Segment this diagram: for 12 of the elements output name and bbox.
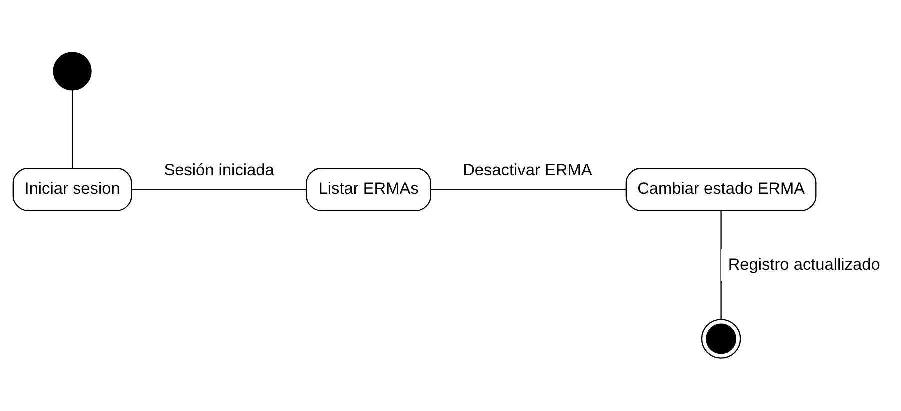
edge-label: Desactivar ERMA bbox=[463, 161, 592, 180]
connector bbox=[132, 189, 307, 190]
node-box: Listar ERMAs bbox=[306, 168, 432, 212]
node-box: Iniciar sesion bbox=[12, 168, 132, 212]
connector bbox=[720, 211, 722, 320]
node-circle bbox=[53, 52, 92, 91]
edge-label: Registro actuallizado bbox=[728, 256, 880, 274]
node-box: Cambiar estado ERMA bbox=[626, 168, 817, 212]
edge-label: Sesión iniciada bbox=[164, 161, 274, 180]
connector bbox=[431, 189, 626, 190]
node-circle bbox=[701, 319, 742, 359]
connector bbox=[72, 90, 74, 168]
